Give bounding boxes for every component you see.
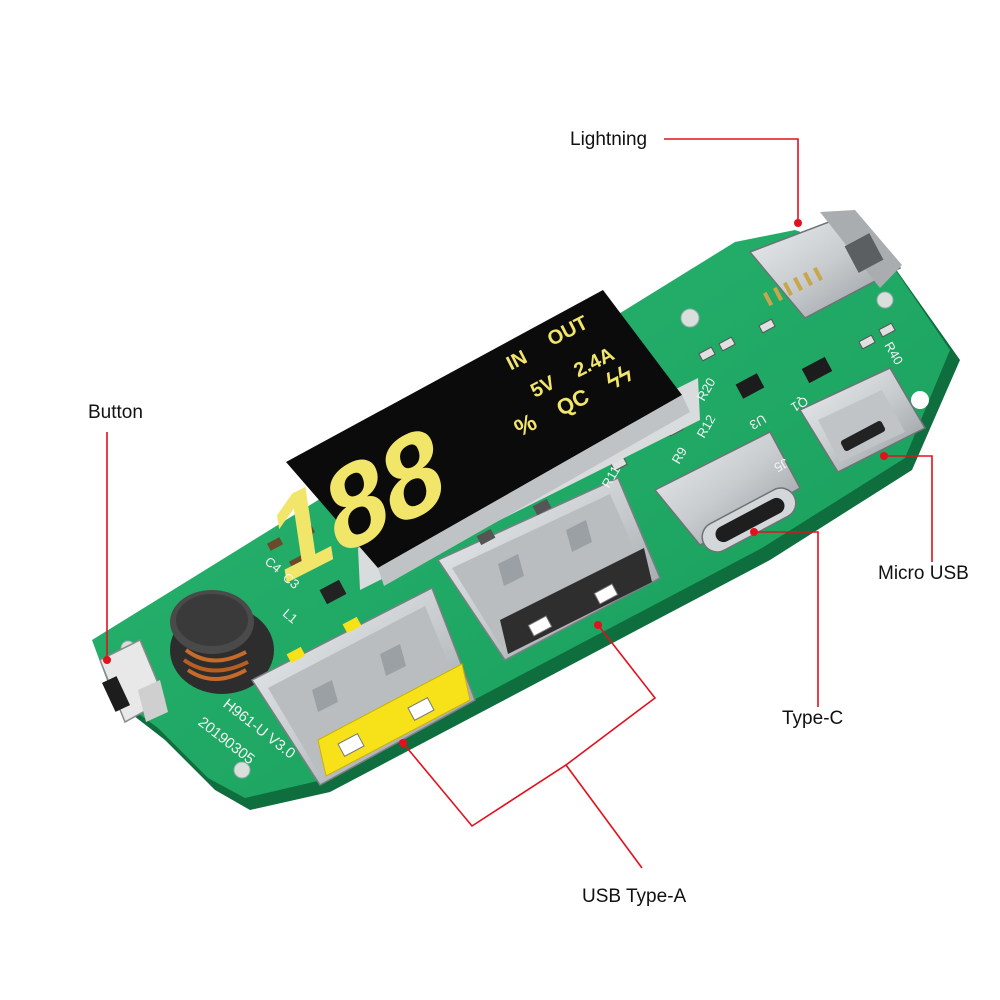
leader-dots (103, 219, 888, 747)
dot-micro-usb (880, 452, 888, 460)
dot-usb-type-a-2 (594, 621, 602, 629)
callout-lightning: Lightning (570, 129, 648, 150)
dot-usb-type-a-1 (399, 739, 407, 747)
usb-type-a-port-2 (436, 476, 661, 661)
silk-u3: U3 (747, 411, 769, 432)
inductor-coil (170, 590, 274, 694)
silk-r9: R9 (669, 445, 690, 467)
leader-micro-usb (884, 455, 933, 562)
lightning-port (748, 210, 902, 319)
silk-j5: J5 (772, 455, 791, 475)
callout-button: Button (88, 402, 143, 423)
dot-lightning (794, 219, 802, 227)
leader-lines (106, 138, 933, 869)
dot-type-c (750, 528, 758, 536)
usb-type-a-port-1 (250, 586, 476, 786)
callout-micro-usb: Micro USB (878, 563, 969, 584)
micro-usb-port (798, 367, 927, 473)
callout-usb-type-a: USB Type-A (582, 886, 687, 907)
leader-usb-type-a (402, 742, 643, 869)
smd-components (266, 318, 896, 605)
type-c-port (653, 431, 802, 553)
dot-button (103, 656, 111, 664)
leader-usb-type-a-branch (565, 624, 657, 766)
leader-type-c (754, 531, 819, 707)
leader-lightning (664, 138, 799, 223)
push-button (99, 638, 168, 724)
callout-type-c: Type-C (782, 708, 844, 729)
